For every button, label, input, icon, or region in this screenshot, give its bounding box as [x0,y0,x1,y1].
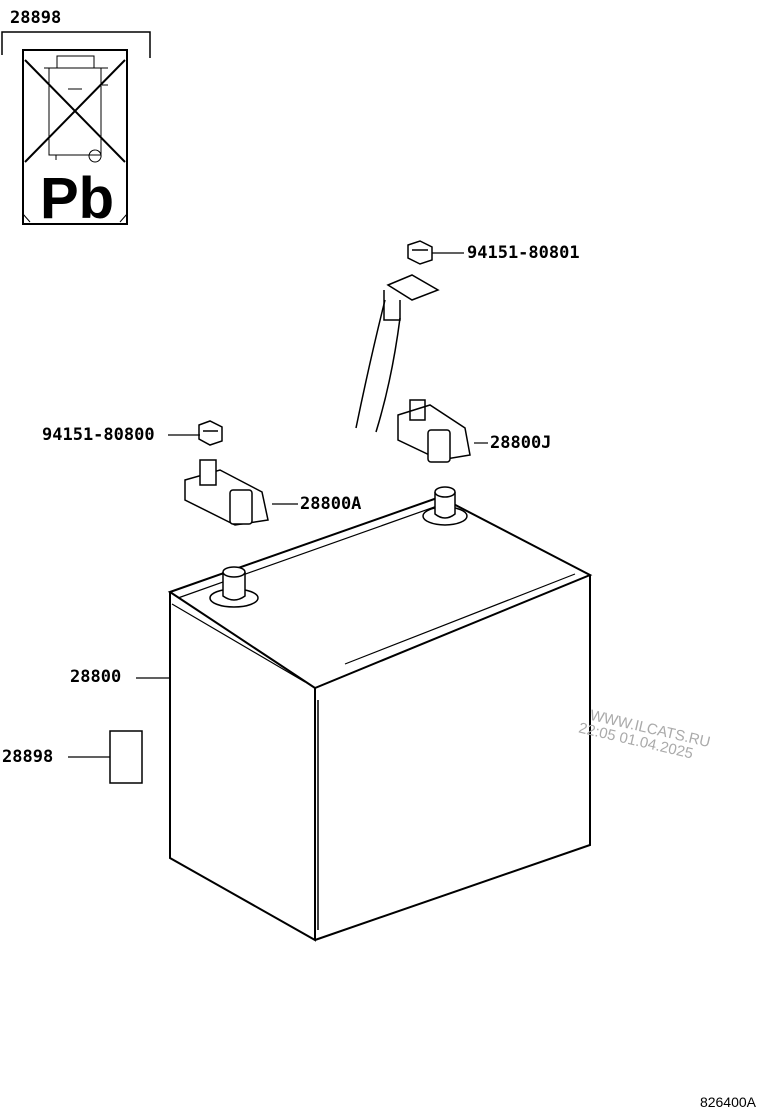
part-label-94151-80801[interactable]: 94151-80801 [467,243,580,263]
part-label-28898-top[interactable]: 28898 [10,8,62,28]
battery [167,486,593,942]
diagram-code: 826400A [699,1094,756,1110]
part-label-28800A[interactable]: 28800A [300,494,362,514]
nut-top-icon [407,240,433,265]
cable-terminal-j [355,274,471,463]
label-sticker-shape [109,730,143,784]
terminal-a [184,459,269,526]
recycle-symbol: Pb [22,49,128,231]
part-label-94151-80800[interactable]: 94151-80800 [42,425,155,445]
nut-left-icon [198,420,223,446]
svg-text:Pb: Pb [40,166,114,231]
part-label-28800[interactable]: 28800 [70,667,122,687]
part-label-28800J[interactable]: 28800J [490,433,552,453]
leader-lines [68,252,488,758]
part-label-28898[interactable]: 28898 [2,747,54,767]
label-bracket [1,31,151,58]
